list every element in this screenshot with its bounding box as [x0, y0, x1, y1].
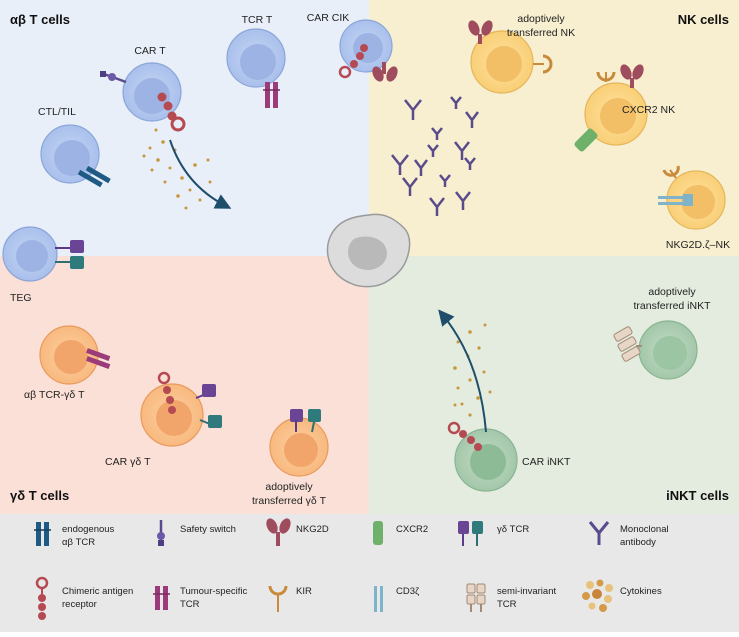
label-teg: TEG [10, 292, 32, 304]
semi-invariant-tcr-icon [466, 583, 486, 612]
legend-label: Cytokines [620, 586, 662, 597]
adoptive-inkt-cell [613, 320, 698, 380]
legend: endogenous αβ TCR Safety switch NKG2D CX… [34, 518, 669, 620]
tumour-specific-tcr-icon [86, 348, 111, 369]
chimeric-antigen-receptor-icon [157, 92, 186, 132]
migration-arrow [169, 139, 232, 209]
label-adoptive-inkt-2: transferred iNKT [633, 300, 711, 312]
safety-switch-icon [100, 71, 127, 84]
label-adoptive-nk-2: transferred NK [507, 27, 575, 39]
safety-switch-icon [157, 520, 165, 546]
legend-label: Monoclonal [620, 524, 669, 535]
tumour-cell [326, 213, 411, 288]
kir-icon [533, 54, 553, 74]
teg-cell [2, 226, 84, 282]
label-adoptive-inkt-1: adoptively [648, 286, 696, 298]
cxcr2-icon [574, 128, 598, 152]
gd-tcr-icon [458, 521, 483, 546]
label-car-inkt: CAR iNKT [522, 456, 571, 468]
cxcr2-nk-cell [574, 64, 648, 152]
adoptive-nk-cell [468, 20, 553, 94]
nkg2d-icon [620, 64, 644, 88]
endogenous-tcr-icon [34, 522, 51, 546]
car-t-cell [100, 62, 186, 132]
quadrant-title-inkt: iNKT cells [666, 488, 729, 503]
kir-icon [268, 585, 288, 612]
migration-arrow-inkt [438, 309, 487, 433]
label-nkg2d-zeta-nk: NKG2D.ζ–NK [666, 239, 730, 251]
label-adoptive-gd-t-2: transferred γδ T [252, 495, 327, 507]
legend-label: CD3ζ [396, 586, 420, 597]
monoclonal-antibody-icon [588, 521, 610, 545]
inkt-cells-quadrant [369, 256, 739, 514]
cytokine-release [142, 128, 212, 210]
gd-tcr-icon [195, 384, 222, 428]
label-tcr-t: TCR T [242, 14, 273, 26]
nkg2d-icon [468, 20, 493, 44]
car-gd-t-cell [140, 371, 222, 447]
legend-label: Tumour-specific [180, 586, 247, 597]
label-car-t: CAR T [134, 45, 166, 57]
legend-label: TCR [180, 599, 200, 610]
ctl-til-cell [40, 124, 111, 188]
semi-invariant-tcr-icon [613, 326, 642, 362]
chimeric-antigen-receptor-icon [35, 576, 49, 620]
label-adoptive-nk-1: adoptively [517, 13, 565, 25]
chimeric-antigen-receptor-icon [447, 421, 482, 451]
label-ab-tcr-gd-t: αβ TCR-γδ T [24, 389, 85, 401]
adoptive-gd-t-cell [269, 409, 329, 477]
monoclonal-antibody-cluster [391, 96, 479, 216]
legend-label: γδ TCR [497, 524, 529, 535]
label-car-cik: CAR CIK [307, 12, 350, 24]
quadrant-title-nk: NK cells [678, 12, 729, 27]
label-adoptive-gd-t-1: adoptively [265, 481, 313, 493]
legend-label: antibody [620, 537, 656, 548]
cytokine-release-inkt [453, 323, 492, 417]
legend-label: αβ TCR [62, 537, 95, 548]
legend-label: KIR [296, 586, 312, 597]
tumour-specific-tcr-icon [263, 82, 280, 108]
tcr-t-cell [226, 28, 286, 108]
legend-label: Safety switch [180, 524, 236, 535]
label-car-gd-t: CAR γδ T [105, 456, 151, 468]
legend-label: semi-invariant [497, 586, 556, 597]
car-inkt-cell [447, 421, 518, 492]
cxcr2-icon [373, 521, 383, 545]
car-cik-cell [338, 19, 398, 82]
legend-label: NKG2D [296, 524, 329, 535]
chimeric-antigen-receptor-icon [157, 371, 176, 414]
legend-label: CXCR2 [396, 524, 428, 535]
nkg2d-icon [266, 518, 291, 546]
nkg2d-zeta-nk-cell [658, 165, 726, 230]
cytokines-icon [582, 579, 613, 612]
gd-t-cells-quadrant [0, 256, 369, 514]
nkg2d-icon [372, 62, 398, 82]
kir-icon [596, 71, 616, 82]
gd-tcr-icon [55, 240, 84, 269]
ab-tcr-gd-t-cell [39, 325, 111, 385]
legend-label: endogenous [62, 524, 115, 535]
quadrant-title-gd: γδ T cells [10, 488, 69, 503]
chimeric-antigen-receptor-icon [338, 44, 368, 79]
cd3z-icon [374, 586, 383, 612]
gd-tcr-icon [290, 409, 321, 433]
kir-icon [662, 165, 680, 179]
endogenous-tcr-icon [77, 165, 111, 188]
quadrant-title-ab: αβ T cells [10, 12, 70, 27]
tumour-specific-tcr-icon [153, 586, 170, 610]
ab-t-cells-quadrant [0, 0, 369, 256]
legend-panel [0, 514, 739, 632]
cd3z-icon [658, 194, 693, 206]
legend-label: Chimeric antigen [62, 586, 133, 597]
legend-label: receptor [62, 599, 97, 610]
label-ctl-til: CTL/TIL [38, 106, 76, 118]
legend-label: TCR [497, 599, 517, 610]
label-cxcr2-nk: CXCR2 NK [622, 104, 675, 116]
